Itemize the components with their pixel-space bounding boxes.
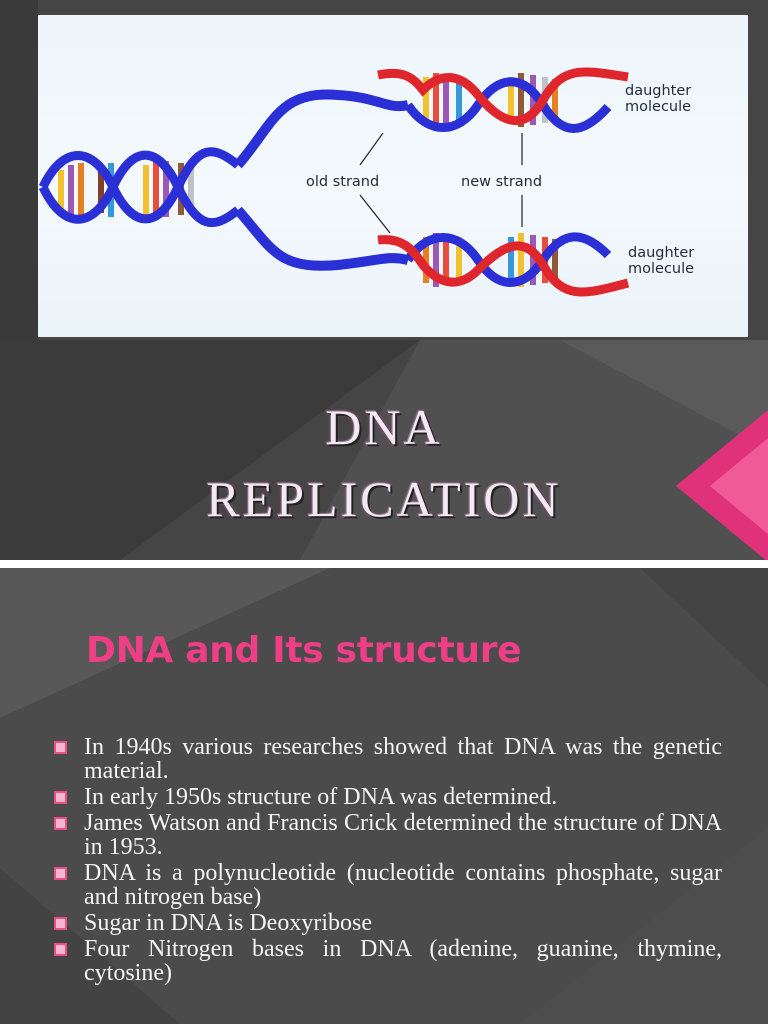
- title-slide: old strand new strand daughter molecule …: [0, 0, 768, 560]
- slide-title-line-2: REPLICATION: [206, 471, 562, 527]
- list-item: James Watson and Francis Crick determine…: [52, 811, 722, 859]
- square-bullet-icon: [54, 867, 67, 880]
- square-bullet-icon: [54, 791, 67, 804]
- slide-title-line-1: DNA: [325, 399, 443, 455]
- pink-accent-highlight: [710, 438, 768, 534]
- daughter-molecule-top-label: daughter molecule: [625, 83, 692, 115]
- square-bullet-icon: [54, 817, 67, 830]
- dna-helix-illustration: [38, 67, 630, 297]
- list-item: Four Nitrogen bases in DNA (adenine, gua…: [52, 937, 722, 985]
- bullet-list: In 1940s various researches showed that …: [52, 735, 722, 987]
- slide-title: DNA and Its structure: [86, 630, 522, 671]
- old-strand-label: old strand: [306, 174, 380, 190]
- list-item: DNA is a polynucleotide (nucleotide cont…: [52, 861, 722, 909]
- list-item: Sugar in DNA is Deoxyribose: [52, 911, 722, 935]
- square-bullet-icon: [54, 741, 67, 754]
- list-item: In 1940s various researches showed that …: [52, 735, 722, 783]
- new-strand-label: new strand: [461, 174, 543, 190]
- daughter-molecule-bottom-label: daughter molecule: [628, 245, 695, 277]
- square-bullet-icon: [54, 943, 67, 956]
- list-item: In early 1950s structure of DNA was dete…: [52, 785, 722, 809]
- square-bullet-icon: [54, 917, 67, 930]
- dna-replication-diagram: old strand new strand daughter molecule …: [38, 15, 748, 337]
